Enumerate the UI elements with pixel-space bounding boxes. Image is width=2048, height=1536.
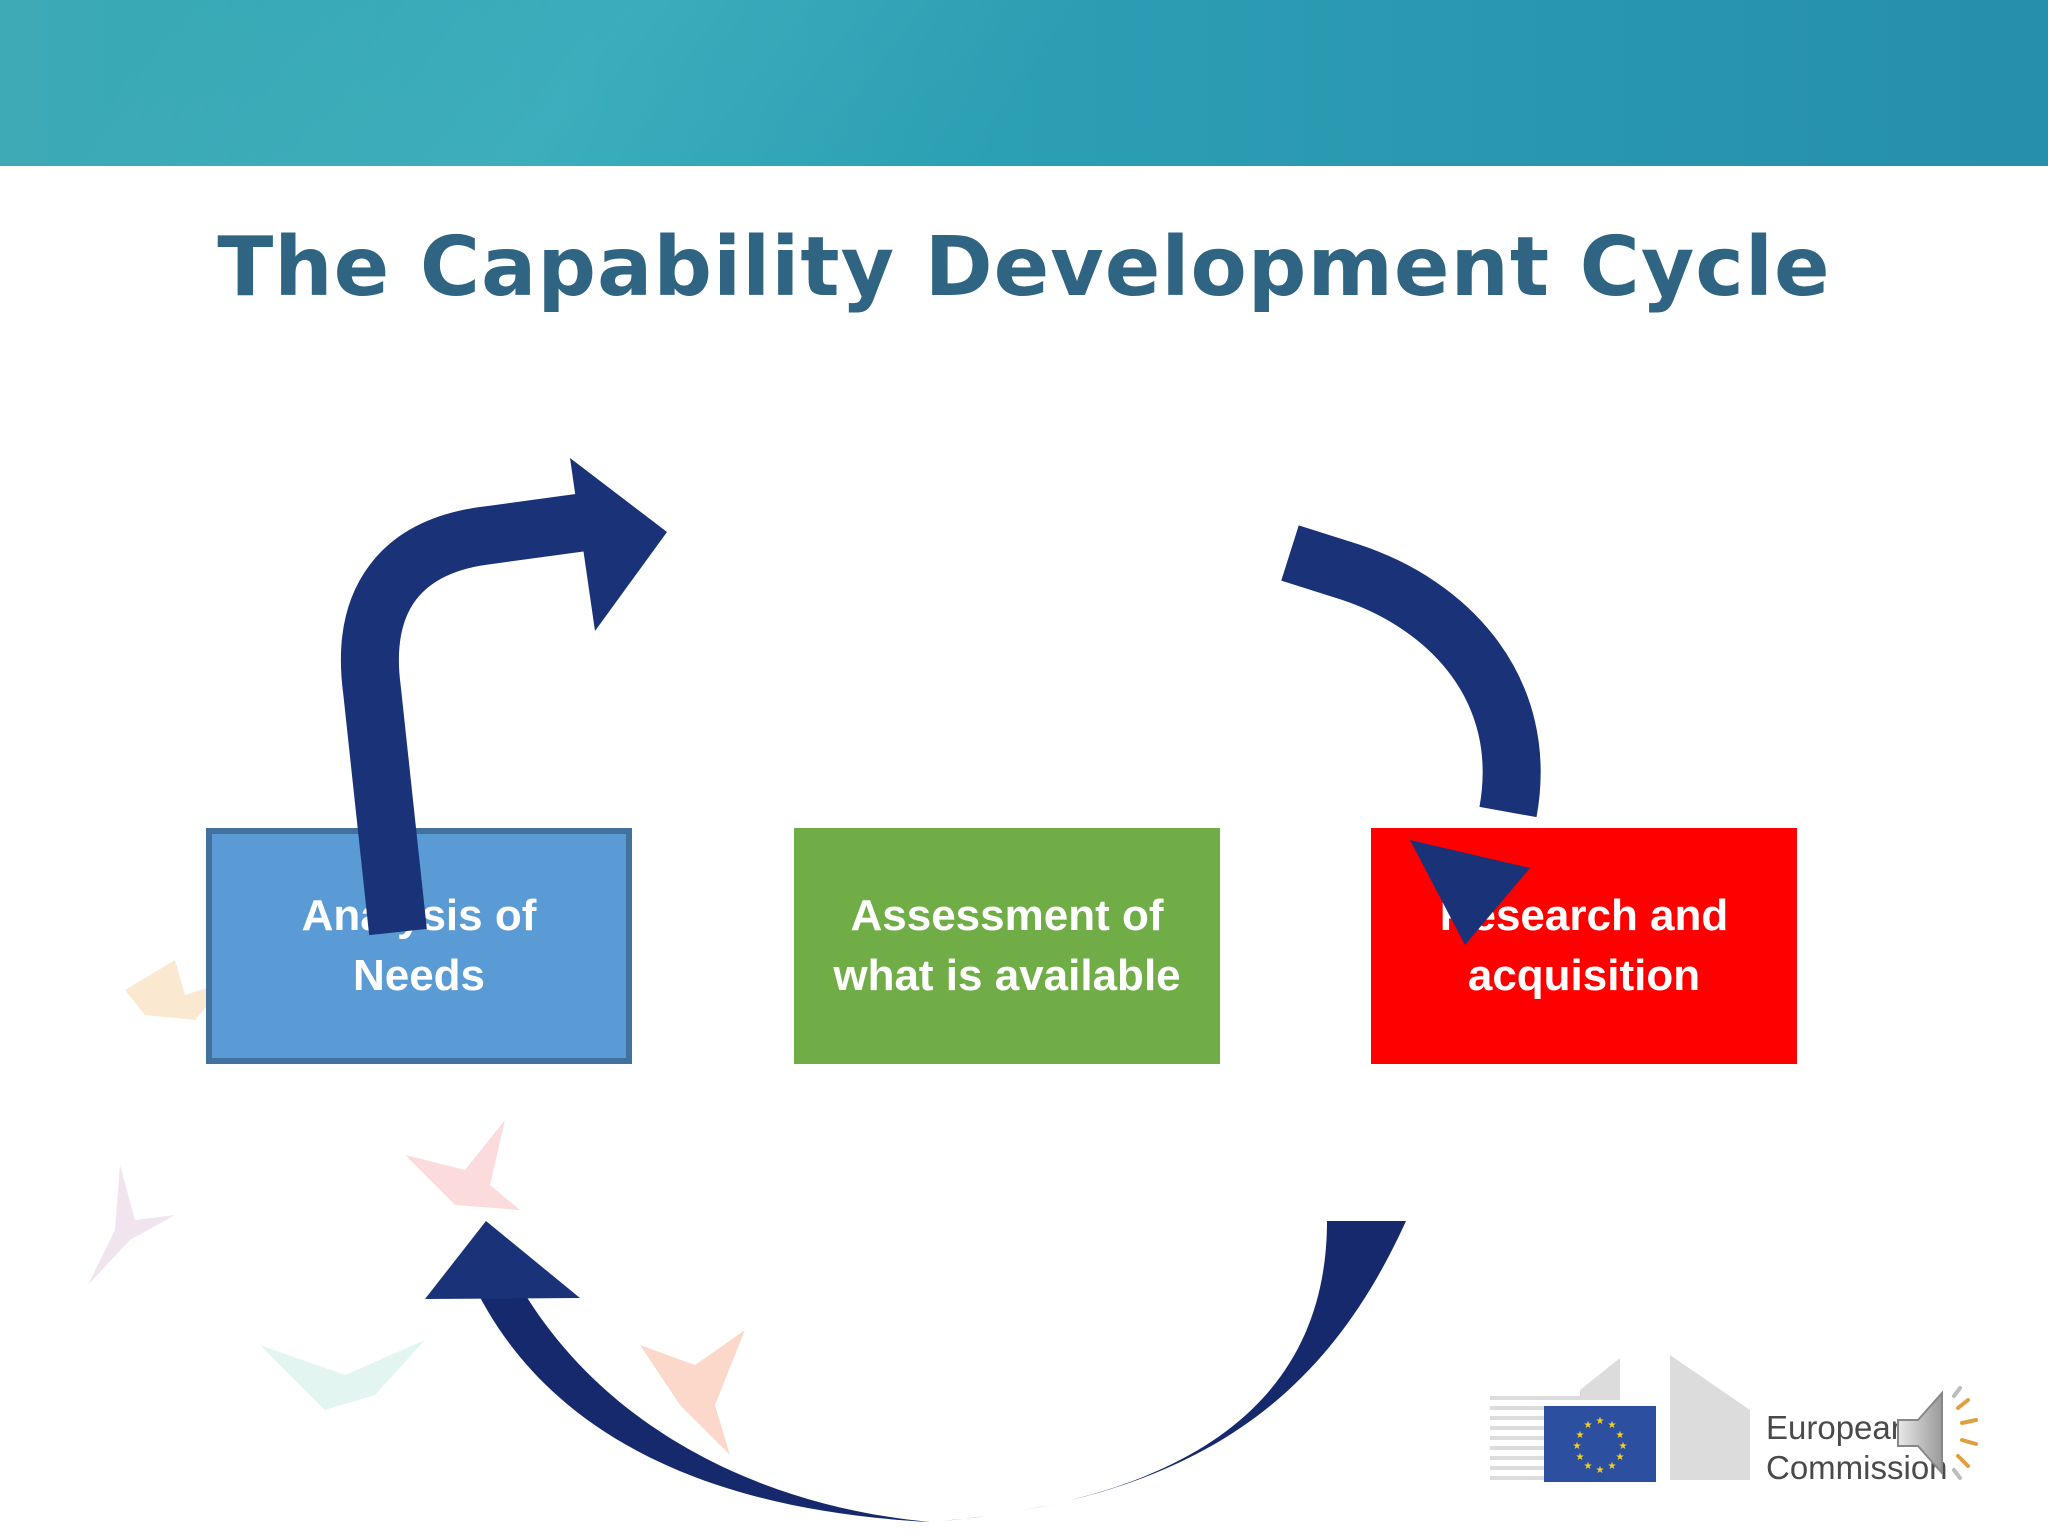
page-title: The Capability Development Cycle xyxy=(217,220,1831,315)
bird-decoration-left xyxy=(125,960,230,1020)
bird-decoration-orange xyxy=(640,1330,745,1455)
logo-line-european: European xyxy=(1766,1409,1910,1446)
svg-text:★: ★ xyxy=(1596,1416,1605,1427)
svg-text:★: ★ xyxy=(1576,1430,1585,1441)
european-commission-wordmark: European Commission xyxy=(1766,1408,1948,1488)
svg-text:★: ★ xyxy=(1608,1420,1617,1431)
arrow-head-bottom xyxy=(425,1221,580,1299)
european-commission-logo: ★ ★ ★ ★ ★ ★ ★ ★ ★ ★ ★ ★ xyxy=(1490,1355,1750,1482)
svg-text:★: ★ xyxy=(1576,1452,1585,1463)
assessment-label: Assessment of what is available xyxy=(833,891,1181,1000)
svg-text:★: ★ xyxy=(1619,1441,1628,1452)
logo-line-commission: Commission xyxy=(1766,1449,1948,1486)
svg-text:★: ★ xyxy=(1616,1430,1625,1441)
header-band xyxy=(0,0,2048,166)
arrow-needs-to-assessment xyxy=(340,493,589,936)
bird-decoration-teal xyxy=(260,1340,425,1410)
assessment-box: Assessment of what is available xyxy=(794,828,1220,1064)
svg-text:★: ★ xyxy=(1573,1441,1582,1452)
arrow-head-right xyxy=(1410,840,1530,945)
analysis-of-needs-box: Analysis of Needs xyxy=(206,828,632,1064)
speaker-icon[interactable] xyxy=(1880,1378,2000,1488)
svg-text:★: ★ xyxy=(1608,1461,1617,1472)
svg-text:★: ★ xyxy=(1584,1420,1593,1431)
arrow-head-left xyxy=(570,458,667,631)
svg-text:★: ★ xyxy=(1616,1452,1625,1463)
eu-flag xyxy=(1544,1406,1656,1482)
arrow-assessment-to-research xyxy=(1281,525,1541,818)
svg-text:★: ★ xyxy=(1584,1461,1593,1472)
arrow-research-to-needs xyxy=(470,1221,1406,1522)
svg-text:★: ★ xyxy=(1596,1465,1605,1476)
bird-decoration-lavender xyxy=(88,1165,175,1285)
bird-decoration-pink xyxy=(405,1120,520,1210)
